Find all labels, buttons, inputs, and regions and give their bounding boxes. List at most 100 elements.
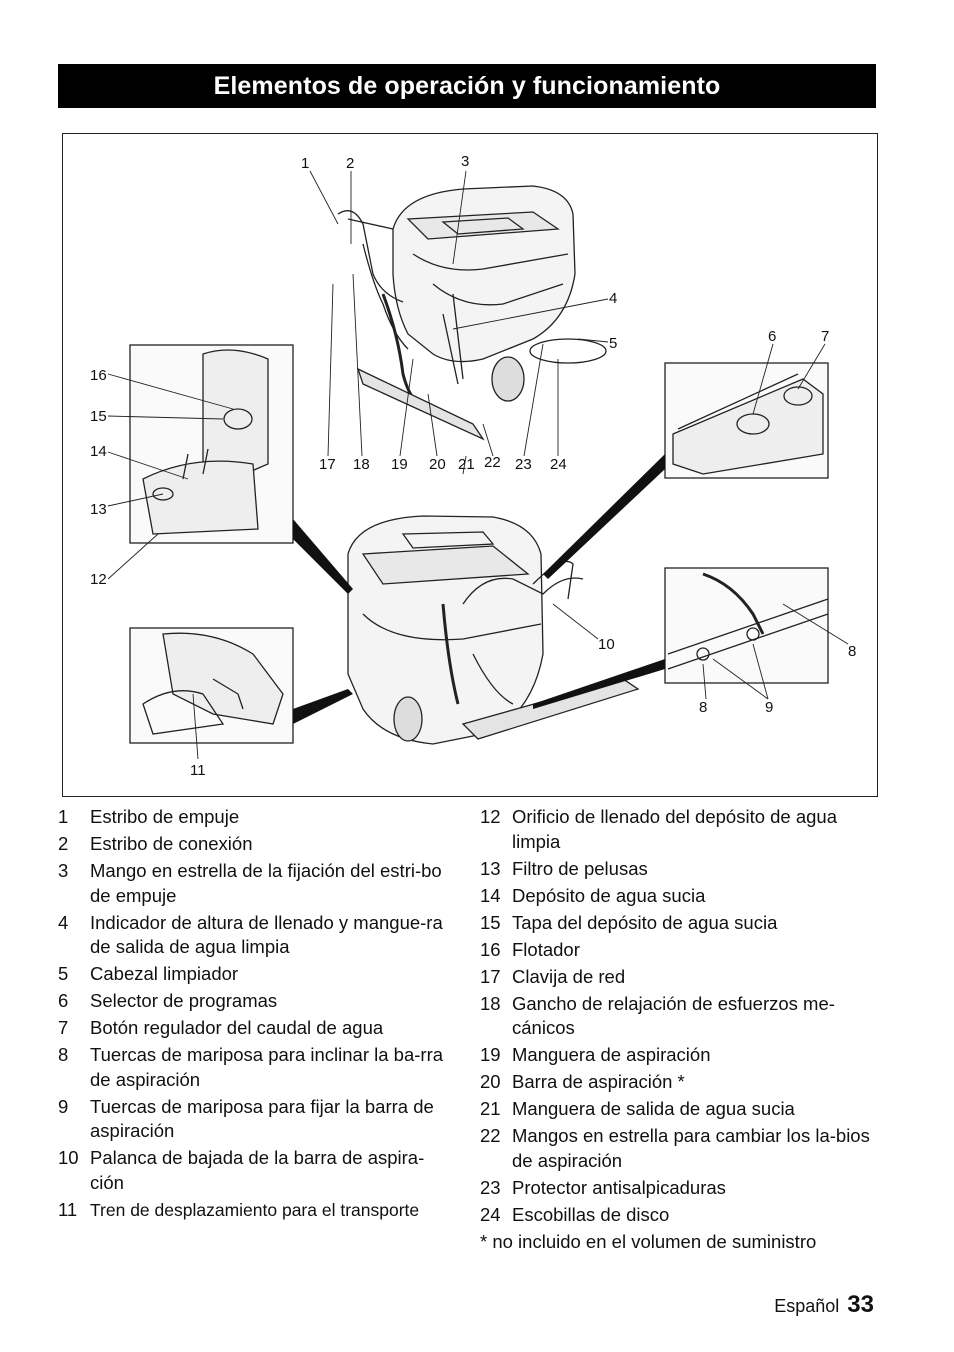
callout-18: 18 [353,456,370,473]
legend-item: 2 Estribo de conexión [58,832,458,857]
callout-21: 21 [458,456,475,473]
callout-6: 6 [768,328,777,345]
legend-number: 23 [480,1176,501,1198]
callout-3: 3 [461,153,470,170]
legend-text: Protector antisalpicaduras [512,1176,726,1198]
legend-item: 23 Protector antisalpicaduras [480,1176,880,1201]
callout-11: 11 [190,762,206,779]
legend-number: 8 [58,1044,69,1065]
legend-number: 11 [58,1198,78,1220]
legend-item: 1 Estribo de empuje [58,805,458,830]
legend-number: 5 [58,963,69,984]
legend-text: Tren de desplazamiento para el transport… [90,1199,420,1220]
footnote: * no incluido en el volumen de suministr… [480,1230,817,1252]
callout-17: 17 [319,456,336,473]
legend-item: 4 Indicador de altura de llenado y mangue… [58,911,458,960]
legend-text: Tapa del depósito de agua sucia [512,911,778,933]
legend-item: 19 Manguera de aspiración [480,1043,880,1068]
legend-number: 16 [480,938,501,960]
legend-text: Flotador [512,938,580,960]
legend-number: 6 [58,990,69,1011]
legend-item: 16 Flotador [480,938,880,963]
legend-number: 24 [480,1203,501,1225]
callout-4: 4 [609,290,618,307]
legend-item: 10 Palanca de bajada de la barra de aspir… [58,1146,458,1195]
legend-item: 5 Cabezal limpiador [58,962,458,987]
legend-text: Depósito de agua sucia [512,884,706,906]
legend-item: 17 Clavija de red [480,965,880,990]
legend-text: Manguera de salida de agua sucia [512,1098,795,1119]
legend-right-column: 12 Orificio de llenado del depósito de ag… [480,805,880,1254]
legend-item: 12 Orificio de llenado del depósito de ag… [480,805,880,854]
legend-text: Mango en estrella de la fijación del est… [90,860,442,906]
callout-5: 5 [609,335,618,352]
legend-item: 13 Filtro de pelusas [480,857,880,882]
callout-22: 22 [484,454,501,471]
page-number: 33 [847,1291,874,1318]
legend-text: Botón regulador del caudal de agua [90,1017,384,1038]
legend-number: 10 [58,1147,79,1168]
callout-9: 9 [765,699,774,716]
legend-item: 6 Selector de programas [58,989,458,1014]
legend-number: 7 [58,1017,69,1038]
legend-number: 17 [480,965,501,987]
legend-number: 12 [480,806,501,827]
legend-text: Tuercas de mariposa para inclinar la ba-… [90,1044,444,1090]
callout-20: 20 [429,456,446,473]
legend-number: 2 [58,833,69,854]
legend-text: Palanca de bajada de la barra de aspira-… [90,1147,425,1193]
page-footer: Español 33 [774,1291,874,1319]
callout-10: 10 [598,636,615,653]
legend-item: 8 Tuercas de mariposa para inclinar la ba… [58,1043,458,1092]
legend-text: Indicador de altura de llenado y mangue-… [90,911,443,958]
legend-number: 9 [58,1095,69,1117]
legend-number: 20 [480,1071,501,1092]
callout-2: 2 [346,155,355,172]
legend-text: Orificio de llenado del depósito de agua… [512,806,838,852]
legend-number: 18 [480,992,501,1014]
legend-number: 19 [480,1044,501,1065]
legend-text: Barra de aspiración * [512,1071,685,1092]
legend-item: 9 Tuercas de mariposa para fijar la barra… [58,1095,458,1144]
legend-number: 1 [58,806,69,827]
legend-number: 21 [480,1098,501,1119]
legend-text: Filtro de pelusas [512,857,648,879]
legend-text: Clavija de red [512,965,626,987]
footer-language: Español [774,1296,840,1316]
legend-text: Mangos en estrella para cambiar los la-b… [512,1125,870,1171]
callout-14: 14 [90,443,107,460]
legend-text: Tuercas de mariposa para fijar la barra … [90,1095,434,1142]
legend-item: 21 Manguera de salida de agua sucia [480,1097,880,1122]
legend-text: Selector de programas [90,990,278,1011]
legend-number: 14 [480,884,501,906]
legend-text: Estribo de conexión [90,833,253,854]
callout-16: 16 [90,367,107,384]
legend-item: 18 Gancho de relajación de esfuerzos me-c… [480,992,880,1041]
callout-24: 24 [550,456,567,473]
callout-8-lower: 8 [699,699,708,716]
legend-number: 4 [58,911,69,933]
callout-23: 23 [515,456,532,473]
callout-8: 8 [848,643,857,660]
legend-item: 15 Tapa del depósito de agua sucia [480,911,880,936]
legend-text: Estribo de empuje [90,806,240,827]
legend-item: 11 Tren de desplazamiento para el transpo… [58,1198,458,1223]
legend-text: Escobillas de disco [512,1203,670,1225]
callout-19: 19 [391,456,408,473]
callout-13: 13 [90,501,107,518]
section-title: Elementos de operación y funcionamiento [58,64,876,108]
legend-item: 24 Escobillas de disco [480,1203,880,1228]
legend-item: 7 Botón regulador del caudal de agua [58,1016,458,1041]
callout-7: 7 [821,328,830,345]
legend-text: Manguera de aspiración [512,1044,711,1065]
legend-text: Cabezal limpiador [90,963,239,984]
legend-number: 15 [480,911,501,933]
legend-text: Gancho de relajación de esfuerzos me-cán… [512,992,835,1039]
machine-illustration [107,170,849,760]
legend-item: 14 Depósito de agua sucia [480,884,880,909]
legend-number: 13 [480,857,501,879]
callout-1: 1 [301,155,310,172]
legend-number: 22 [480,1125,501,1146]
